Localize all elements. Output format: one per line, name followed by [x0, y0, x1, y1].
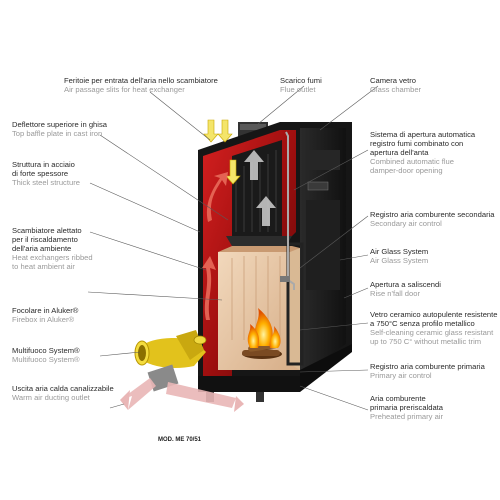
label-ceramic-glass-it-1: Vetro ceramico autopulente resistente — [370, 310, 498, 319]
label-glass-chamber-it: Camera vetro — [370, 76, 417, 85]
multifuoco-duct — [134, 330, 207, 368]
label-air-slits-en: Air passage slits for heat exchanger — [64, 85, 185, 94]
label-rise-fall-en: Rise n'fall door — [370, 289, 420, 298]
label-damper-en-1: Combined automatic flue — [370, 157, 454, 166]
model-label: MOD. ME 70/51 — [158, 437, 202, 443]
label-ceramic-glass-en-2: up to 750 C° without metallic trim — [370, 337, 482, 346]
label-air-glass: Air Glass System Air Glass System — [370, 247, 428, 265]
label-flue-outlet: Scarico fumi Flue outlet — [280, 76, 322, 94]
label-multifuoco-it: Multifuoco System® — [12, 346, 80, 355]
rise-fall-door — [286, 242, 304, 366]
top-baffle — [226, 236, 292, 246]
label-secondary-air: Registro aria comburente secondaria Seco… — [370, 210, 495, 228]
stove-base — [198, 376, 300, 392]
label-top-baffle-en: Top baffle plate in cast iron — [12, 129, 103, 138]
label-warm-air: Uscita aria calda canalizzabile Warm air… — [12, 384, 114, 402]
air-inlet-arrows — [203, 119, 241, 185]
label-heat-exchanger-it-2: per il riscaldamento — [12, 235, 78, 244]
label-warm-air-it: Uscita aria calda canalizzabile — [12, 384, 114, 393]
label-heat-exchanger: Scambiatore alettato per il riscaldament… — [12, 226, 93, 271]
label-air-glass-it: Air Glass System — [370, 247, 429, 256]
label-heat-exchanger-en-1: Heat exchangers ribbed — [12, 253, 93, 262]
label-multifuoco: Multifuoco System® Multifuoco System® — [12, 346, 80, 364]
label-firebox-it: Focolare in Aluker® — [12, 306, 79, 315]
label-flue-outlet-en: Flue outlet — [280, 85, 316, 94]
label-heat-exchanger-it-3: dell'aria ambiente — [12, 244, 72, 253]
label-heat-exchanger-en-2: to heat ambient air — [12, 262, 75, 271]
label-ceramic-glass-en-1: Self-cleaning ceramic glass resistant — [370, 328, 494, 337]
label-multifuoco-en: Multifuoco System® — [12, 355, 80, 364]
label-steel-structure-it-2: di forte spessore — [12, 169, 69, 178]
label-primary-air-it: Registro aria comburente primaria — [370, 362, 485, 371]
hot-air-arrows — [202, 172, 228, 320]
label-warm-air-en: Warm air ducting outlet — [12, 393, 90, 402]
label-rise-fall-it: Apertura a saliscendi — [370, 280, 441, 289]
label-air-slits-it: Feritoie per entrata dell'aria nello sca… — [64, 76, 218, 85]
label-glass-chamber-en: Glass chamber — [370, 85, 422, 94]
label-ceramic-glass: Vetro ceramico autopulente resistente a … — [370, 310, 497, 346]
label-preheated-air-en: Preheated primary air — [370, 412, 444, 421]
label-secondary-air-it: Registro aria comburente secondaria — [370, 210, 495, 219]
label-glass-chamber: Camera vetro Glass chamber — [370, 76, 421, 94]
warm-air-outlet — [120, 364, 244, 412]
smoke-arrows — [244, 150, 276, 226]
label-damper-it-3: apertura dell'anta — [370, 148, 429, 157]
label-preheated-air: Aria comburente primaria preriscaldata P… — [370, 394, 443, 421]
label-top-baffle-it: Deflettore superiore in ghisa — [12, 120, 107, 129]
label-air-glass-en: Air Glass System — [370, 256, 429, 265]
label-flue-outlet-it: Scarico fumi — [280, 76, 322, 85]
label-primary-air: Registro aria comburente primaria Primar… — [370, 362, 485, 380]
label-rise-fall: Apertura a saliscendi Rise n'fall door — [370, 280, 441, 298]
label-secondary-air-en: Secondary air control — [370, 219, 442, 228]
label-steel-structure-it-1: Struttura in acciaio — [12, 160, 75, 169]
label-damper: Sistema di apertura automatica registro … — [370, 130, 475, 175]
label-ceramic-glass-it-2: a 750°C senza profilo metallico — [370, 319, 475, 328]
label-damper-it-1: Sistema di apertura automatica — [370, 130, 476, 139]
label-damper-it-2: registro fumi combinato con — [370, 139, 464, 148]
fire — [242, 308, 282, 359]
label-firebox: Focolare in Aluker® Firebox in Aluker® — [12, 306, 78, 324]
label-preheated-air-it-2: primaria preriscaldata — [370, 403, 444, 412]
label-steel-structure: Struttura in acciaio di forte spessore T… — [12, 160, 80, 187]
label-top-baffle: Deflettore superiore in ghisa Top baffle… — [12, 120, 107, 138]
label-firebox-en: Firebox in Aluker® — [12, 315, 75, 324]
label-primary-air-en: Primary air control — [370, 371, 432, 380]
label-preheated-air-it-1: Aria comburente — [370, 394, 426, 403]
label-steel-structure-en: Thick steel structure — [12, 178, 80, 187]
label-heat-exchanger-it-1: Scambiatore alettato — [12, 226, 82, 235]
brand-plate — [307, 181, 329, 191]
leader-lines — [87, 85, 379, 411]
label-air-slits: Feritoie per entrata dell'aria nello sca… — [64, 76, 218, 94]
label-damper-en-2: damper-door opening — [370, 166, 443, 175]
